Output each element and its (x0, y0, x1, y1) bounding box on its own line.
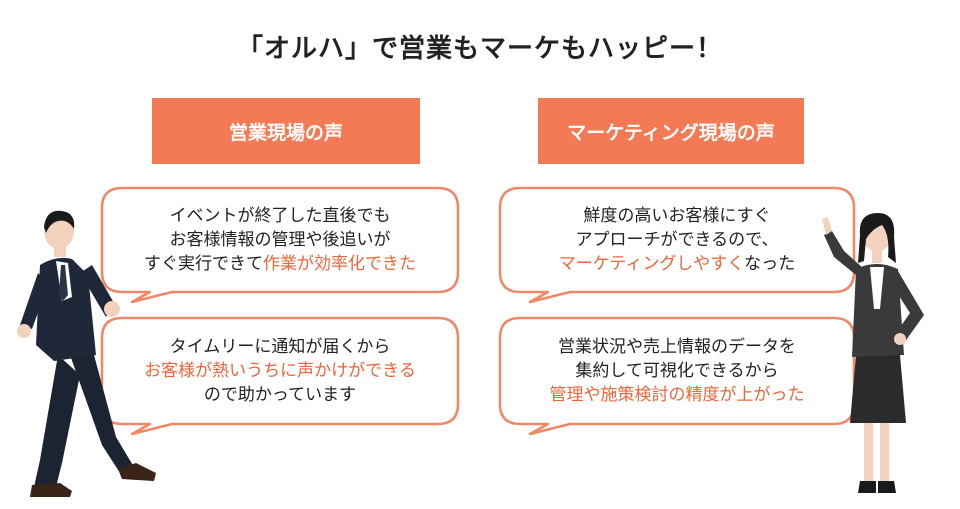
highlight-text: 作業が効率化できた (263, 254, 416, 274)
marketing-bubble-1-text: 鮮度の高いお客様にすぐアプローチができるので、マーケティングしやすくなった (502, 204, 852, 276)
sales-bubble-1 (100, 186, 460, 304)
bubble-text-segment: なった (744, 254, 796, 274)
bubble-text-segment: 鮮度の高いお客様にすぐ (583, 206, 771, 226)
bubble-text-segment: すぐ実行できて (144, 254, 263, 274)
bubble-line: お客様が熱いうちに声かけができる (104, 359, 456, 383)
bubble-line: 集約して可視化できるから (502, 359, 852, 383)
highlight-text: 管理や施策検討の精度が上がった (549, 385, 805, 405)
bubble-line: お客様情報の管理や後追いが (104, 228, 456, 252)
marketing-bubble-1 (498, 186, 856, 304)
sales-voice-header: 営業現場の声 (152, 98, 420, 164)
bubble-line: マーケティングしやすくなった (502, 252, 852, 276)
bubble-line: 営業状況や売上情報のデータを (502, 335, 852, 359)
bubble-text-segment: タイムリーに通知が届くから (169, 337, 391, 357)
bubble-line: 鮮度の高いお客様にすぐ (502, 204, 852, 228)
bubble-line: 管理や施策検討の精度が上がった (502, 383, 852, 407)
bubble-line: ので助かっています (104, 383, 456, 407)
marketing-voice-header: マーケティング現場の声 (538, 98, 804, 164)
sales-bubble-2 (100, 316, 460, 436)
bubble-text-segment: アプローチができるので、 (575, 230, 779, 250)
bubble-line: イベントが終了した直後でも (104, 204, 456, 228)
highlight-text: マーケティングしやすく (558, 254, 745, 274)
bubble-line: すぐ実行できて作業が効率化できた (104, 252, 456, 276)
sales-bubble-1-text: イベントが終了した直後でもお客様情報の管理や後追いがすぐ実行できて作業が効率化で… (104, 204, 456, 276)
sales-bubble-2-text: タイムリーに通知が届くからお客様が熱いうちに声かけができるので助かっています (104, 335, 456, 407)
bubble-text-segment: ので助かっています (203, 385, 357, 405)
highlight-text: お客様が熱いうちに声かけができる (144, 361, 416, 381)
marketing-bubble-2-text: 営業状況や売上情報のデータを集約して可視化できるから管理や施策検討の精度が上がっ… (502, 335, 852, 407)
marketing-bubble-2 (498, 316, 856, 436)
page-title: 「オルハ」で営業もマーケもハッピー！ (236, 34, 723, 64)
businessman-illustration (17, 210, 156, 497)
bubble-text-segment: イベントが終了した直後でも (169, 206, 391, 226)
bubble-line: アプローチができるので、 (502, 228, 852, 252)
bubble-line: タイムリーに通知が届くから (104, 335, 456, 359)
bubble-text-segment: お客様情報の管理や後追いが (169, 230, 391, 250)
businesswoman-illustration (822, 213, 924, 493)
bubble-text-segment: 集約して可視化できるから (575, 361, 779, 381)
bubble-text-segment: 営業状況や売上情報のデータを (558, 337, 796, 357)
